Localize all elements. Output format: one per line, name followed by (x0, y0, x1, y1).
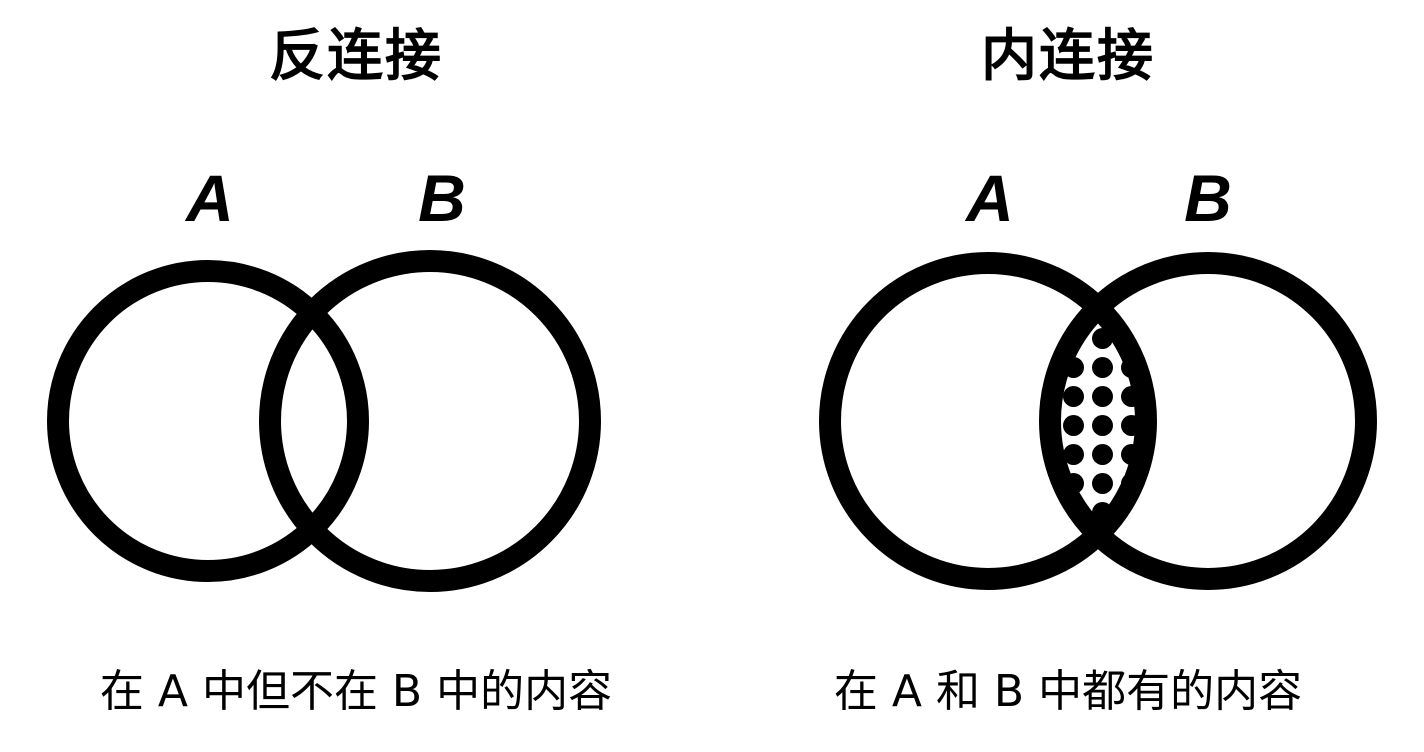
anti-join-caption: 在 A 中但不在 B 中的内容 (99, 666, 613, 717)
anti-join-set-a-label: A (186, 161, 234, 235)
inner-join-circle-b (1039, 252, 1377, 590)
inner-join-caption: 在 A 和 B 中都有的内容 (833, 666, 1303, 717)
anti-join-circle-b (259, 250, 601, 592)
inner-join-set-b-label: B (1184, 161, 1232, 235)
anti-join-circle-a (47, 260, 369, 582)
inner-join-title: 内连接 (981, 24, 1155, 89)
anti-join-title: 反连接 (269, 24, 443, 89)
inner-join-panel: 内连接 A B 在 A 和 B 中都有的内容 (712, 0, 1424, 752)
inner-join-set-a-label: A (966, 161, 1014, 235)
anti-join-set-b-label: B (418, 161, 466, 235)
anti-join-panel: 反连接 A B (47, 24, 613, 717)
anti-join-venn-diagram (47, 250, 601, 592)
inner-join-venn-diagram (819, 252, 1377, 590)
inner-join-circle-a (819, 252, 1157, 590)
